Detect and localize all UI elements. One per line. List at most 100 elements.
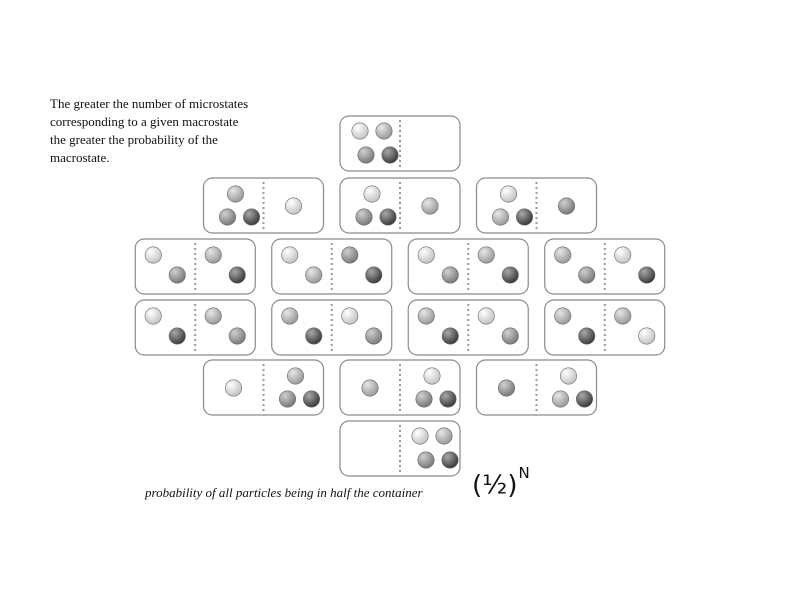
microstate-box xyxy=(544,238,666,295)
particle xyxy=(144,307,162,325)
particle xyxy=(578,327,596,345)
particle xyxy=(168,266,186,284)
particle xyxy=(439,390,457,408)
microstate-box xyxy=(202,359,325,416)
particle xyxy=(278,390,296,408)
particle xyxy=(557,197,575,215)
particle xyxy=(441,266,459,284)
particle xyxy=(379,208,397,226)
particle xyxy=(204,307,222,325)
particle xyxy=(204,246,222,264)
container-outline xyxy=(134,299,256,356)
particle xyxy=(355,208,373,226)
intro-line: corresponding to a given macrostate xyxy=(50,114,239,129)
particle xyxy=(381,146,399,164)
particle xyxy=(284,197,302,215)
particle xyxy=(501,327,519,345)
particle xyxy=(578,266,596,284)
container-outline xyxy=(544,299,666,356)
container-outline xyxy=(407,238,529,295)
container-outline xyxy=(339,359,461,416)
particle xyxy=(554,246,572,264)
microstate-box xyxy=(407,238,529,295)
particle xyxy=(559,367,577,385)
intro-line: macrostate. xyxy=(50,150,110,165)
particle xyxy=(491,208,509,226)
probability-formula: (½)N xyxy=(472,464,530,501)
particle xyxy=(281,307,299,325)
container-outline xyxy=(407,299,529,356)
particle xyxy=(515,208,533,226)
formula-base: (½) xyxy=(472,470,518,501)
particle xyxy=(144,246,162,264)
container-outline xyxy=(271,299,393,356)
container-outline xyxy=(475,177,598,234)
intro-line: The greater the number of microstates xyxy=(50,96,249,111)
particle xyxy=(351,122,369,140)
particle xyxy=(423,367,441,385)
particle xyxy=(375,122,393,140)
particle xyxy=(417,246,435,264)
microstate-box xyxy=(475,177,598,234)
particle xyxy=(228,266,246,284)
container-outline xyxy=(544,238,666,295)
particle xyxy=(365,266,383,284)
particle xyxy=(361,379,379,397)
microstate-box xyxy=(339,359,461,416)
microstate-box xyxy=(339,177,461,234)
particle xyxy=(614,307,632,325)
particle xyxy=(411,427,429,445)
caption: probability of all particles being in ha… xyxy=(145,485,423,500)
particle xyxy=(341,246,359,264)
particle xyxy=(638,327,656,345)
particle xyxy=(365,327,383,345)
microstate-box xyxy=(134,238,256,295)
particle xyxy=(575,390,593,408)
particle xyxy=(638,266,656,284)
intro-line: the greater the probability of the xyxy=(50,132,218,147)
particle xyxy=(228,327,246,345)
microstate-box xyxy=(271,299,393,356)
particle xyxy=(417,307,435,325)
microstate-box xyxy=(339,115,461,172)
container-outline xyxy=(339,177,461,234)
particle xyxy=(614,246,632,264)
particle xyxy=(551,390,569,408)
particle xyxy=(243,208,261,226)
particle xyxy=(281,246,299,264)
particle xyxy=(499,185,517,203)
container-outline xyxy=(202,359,325,416)
microstate-box xyxy=(202,177,325,234)
particle xyxy=(168,327,186,345)
particle xyxy=(421,197,439,215)
particle xyxy=(441,327,459,345)
intro-text: The greater the number of microstates co… xyxy=(50,95,300,167)
particle xyxy=(477,307,495,325)
particle xyxy=(363,185,381,203)
particle xyxy=(305,266,323,284)
particle xyxy=(302,390,320,408)
particle xyxy=(219,208,237,226)
container-outline xyxy=(475,359,598,416)
microstate-box xyxy=(407,299,529,356)
particle xyxy=(225,379,243,397)
particle xyxy=(415,390,433,408)
microstate-box xyxy=(271,238,393,295)
formula-exponent: N xyxy=(518,464,530,482)
container-outline xyxy=(134,238,256,295)
container-outline xyxy=(202,177,325,234)
particle xyxy=(501,266,519,284)
particle xyxy=(286,367,304,385)
particle xyxy=(497,379,515,397)
particle xyxy=(441,451,459,469)
particle xyxy=(341,307,359,325)
particle xyxy=(227,185,245,203)
particle xyxy=(305,327,323,345)
particle xyxy=(357,146,375,164)
microstate-box xyxy=(475,359,598,416)
particle xyxy=(417,451,435,469)
container-outline xyxy=(271,238,393,295)
microstate-box xyxy=(339,420,461,477)
particle xyxy=(435,427,453,445)
